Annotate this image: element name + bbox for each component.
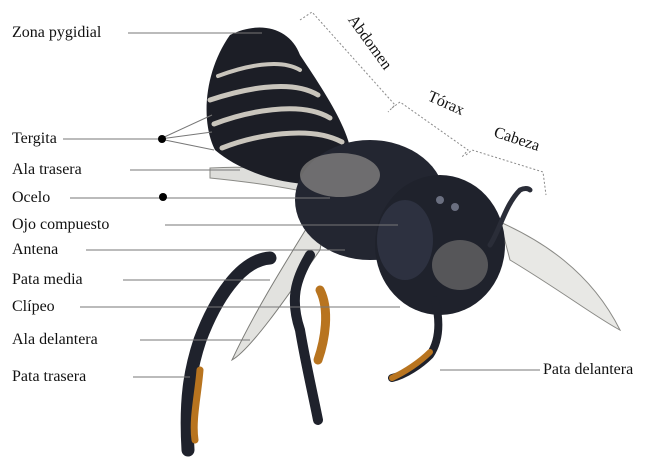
label-zona-pygidial: Zona pygidial	[12, 24, 101, 42]
label-pata-delantera: Pata delantera	[543, 361, 633, 379]
hind-wing-right	[500, 222, 620, 330]
label-pata-media: Pata media	[12, 271, 83, 289]
label-ala-trasera: Ala trasera	[12, 161, 82, 179]
hind-leg	[187, 258, 270, 450]
tergita-marker	[158, 135, 166, 143]
middle-leg	[295, 255, 318, 420]
label-ojo-compuesto: Ojo compuesto	[12, 216, 109, 234]
ocelo-marker	[159, 193, 167, 201]
label-ocelo: Ocelo	[12, 189, 50, 207]
label-clipeo: Clípeo	[12, 298, 55, 316]
label-antena: Antena	[12, 241, 58, 259]
label-ala-delantera: Ala delantera	[12, 331, 98, 349]
label-pata-trasera: Pata trasera	[12, 368, 86, 386]
label-tergita: Tergita	[12, 130, 57, 148]
compound-eye	[377, 200, 433, 280]
